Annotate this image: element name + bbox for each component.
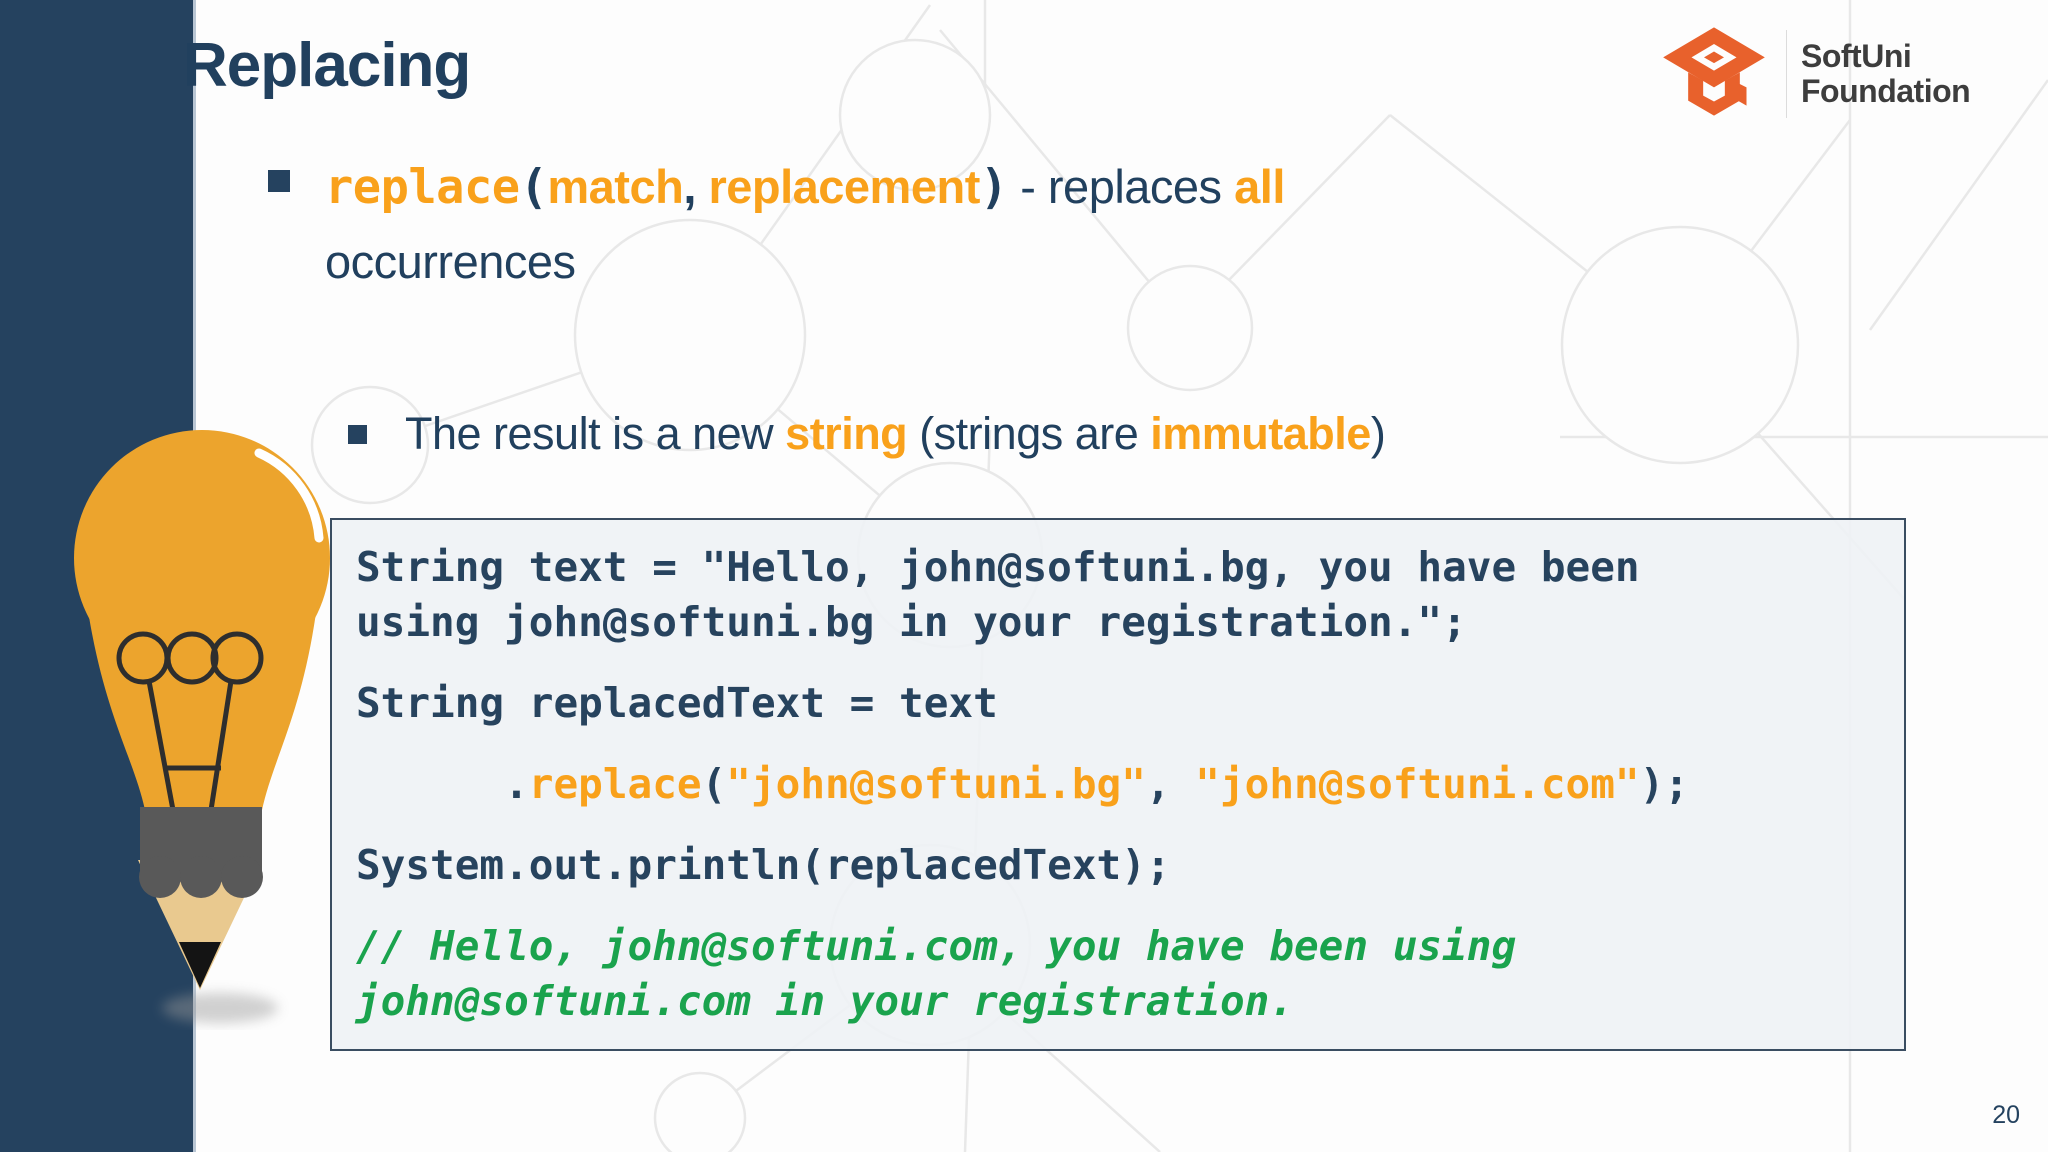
code-block: String text = "Hello, john@softuni.bg, y…	[330, 518, 1906, 1051]
code-token: (	[701, 760, 727, 808]
graduation-cap-icon	[1663, 27, 1765, 116]
logo-text: SoftUni Foundation	[1801, 38, 1971, 109]
bullet-square-1	[268, 170, 290, 192]
comma: ,	[683, 160, 709, 213]
code-token: ,	[1145, 760, 1196, 808]
code-line: using john@softuni.bg in your registrati…	[356, 595, 1880, 650]
code-token: String text = "Hello, john@softuni.bg, y…	[356, 543, 1640, 591]
bullet-square-2	[348, 425, 367, 444]
bullet-1-text: - replaces	[1007, 160, 1235, 213]
code-token: );	[1639, 760, 1689, 808]
code-token: replace	[528, 760, 702, 808]
code-token-replace: replace	[325, 160, 520, 215]
code-token: // Hello, john@softuni.com, you have bee…	[356, 922, 1517, 970]
bullet-1: replace(match, replacement) - replaces a…	[325, 150, 1285, 299]
paren-close: )	[979, 160, 1008, 215]
paren-open: (	[519, 160, 548, 215]
highlight-immutable: immutable	[1150, 408, 1371, 459]
page-number: 20	[1992, 1101, 2020, 1129]
bullet-1-line-2: occurrences	[325, 235, 576, 288]
code-line: // Hello, john@softuni.com, you have bee…	[356, 919, 1880, 974]
code-token: "john@softuni.bg"	[726, 760, 1146, 808]
bullet-2-text-3: )	[1370, 408, 1386, 459]
lightbulb-pencil-illustration	[74, 430, 330, 1023]
code-line: john@softuni.com in your registration.	[356, 974, 1880, 1029]
logo-line1: SoftUni	[1801, 38, 1912, 74]
code-paragraph: .replace("john@softuni.bg", "john@softun…	[356, 757, 1880, 812]
code-token: System.out.println(replacedText);	[356, 841, 1171, 889]
code-token: .	[356, 760, 529, 808]
bullet-2: The result is a new string (strings are …	[405, 408, 1386, 460]
slide-title: Replacing	[183, 31, 471, 100]
code-paragraph: System.out.println(replacedText);	[356, 838, 1880, 893]
code-paragraph: String text = "Hello, john@softuni.bg, y…	[356, 540, 1880, 650]
highlight-string: string	[785, 408, 908, 459]
code-paragraph: // Hello, john@softuni.com, you have bee…	[356, 919, 1880, 1029]
bullet-2-text-2: (strings are	[907, 408, 1151, 459]
code-line: String text = "Hello, john@softuni.bg, y…	[356, 540, 1880, 595]
bullet-1-line-1: replace(match, replacement) - replaces a…	[325, 150, 1285, 225]
code-paragraph: String replacedText = text	[356, 676, 1880, 731]
code-token: john@softuni.com in your registration.	[356, 977, 1294, 1025]
softuni-logo: SoftUni Foundation	[1650, 24, 1971, 124]
code-line: .replace("john@softuni.bg", "john@softun…	[356, 757, 1880, 812]
arg-match: match	[547, 160, 684, 213]
code-line: String replacedText = text	[356, 676, 1880, 731]
code-token: using john@softuni.bg in your registrati…	[356, 598, 1467, 646]
logo-divider	[1786, 30, 1787, 118]
highlight-all: all	[1234, 160, 1285, 213]
code-line: System.out.println(replacedText);	[356, 838, 1880, 893]
bullet-2-text-1: The result is a new	[405, 408, 786, 459]
code-token: String replacedText = text	[356, 679, 998, 727]
logo-line2: Foundation	[1801, 73, 1971, 109]
code-token: "john@softuni.com"	[1195, 760, 1640, 808]
arg-replacement: replacement	[708, 160, 980, 213]
